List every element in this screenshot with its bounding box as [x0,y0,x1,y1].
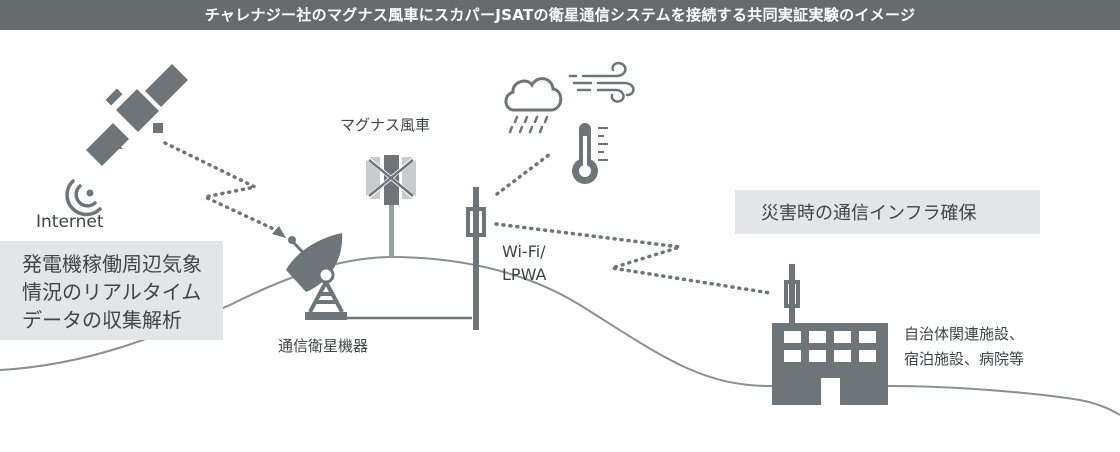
turbine-label: マグナス風車 [340,116,430,134]
wind-icon [568,61,635,103]
sensor-link [495,152,552,196]
facilities-label-line-1: 自治体関連施設、 [904,325,1024,343]
signal-waves-icon [65,179,102,217]
ground-station-label: 通信衛星機器 [278,337,368,355]
satellite-dish-icon [286,233,347,320]
thermometer-icon [572,123,608,184]
satellite-icon [86,64,188,166]
data-collection-box [0,241,223,340]
rain-cloud-icon [504,77,563,134]
wireless-link [494,222,772,295]
relay-antenna-icon [466,187,486,330]
data-box-line-1: 発電機稼働周辺気象 [22,252,202,276]
satellite-link [163,141,280,233]
building-icon [772,264,888,405]
disaster-infra-box [735,190,1040,234]
arrowhead [272,226,286,238]
internet-label: Internet [36,212,104,232]
data-box-line-3: データの収集解析 [22,308,182,332]
wifi-label-line-1: Wi-Fi/ [502,242,546,261]
wifi-label-line-2: LPWA [502,265,547,284]
data-box-line-2: 情況のリアルタイム [22,280,201,304]
page-title: チャレナジー社のマグナス風車にスカパーJSATの衛星通信システムを接続する共同実… [0,0,1120,30]
facilities-label-line-2: 宿泊施設、病院等 [904,350,1024,368]
disaster-infra-label: 災害時の通信インフラ確保 [761,203,976,224]
magnus-turbine-icon [364,155,418,257]
